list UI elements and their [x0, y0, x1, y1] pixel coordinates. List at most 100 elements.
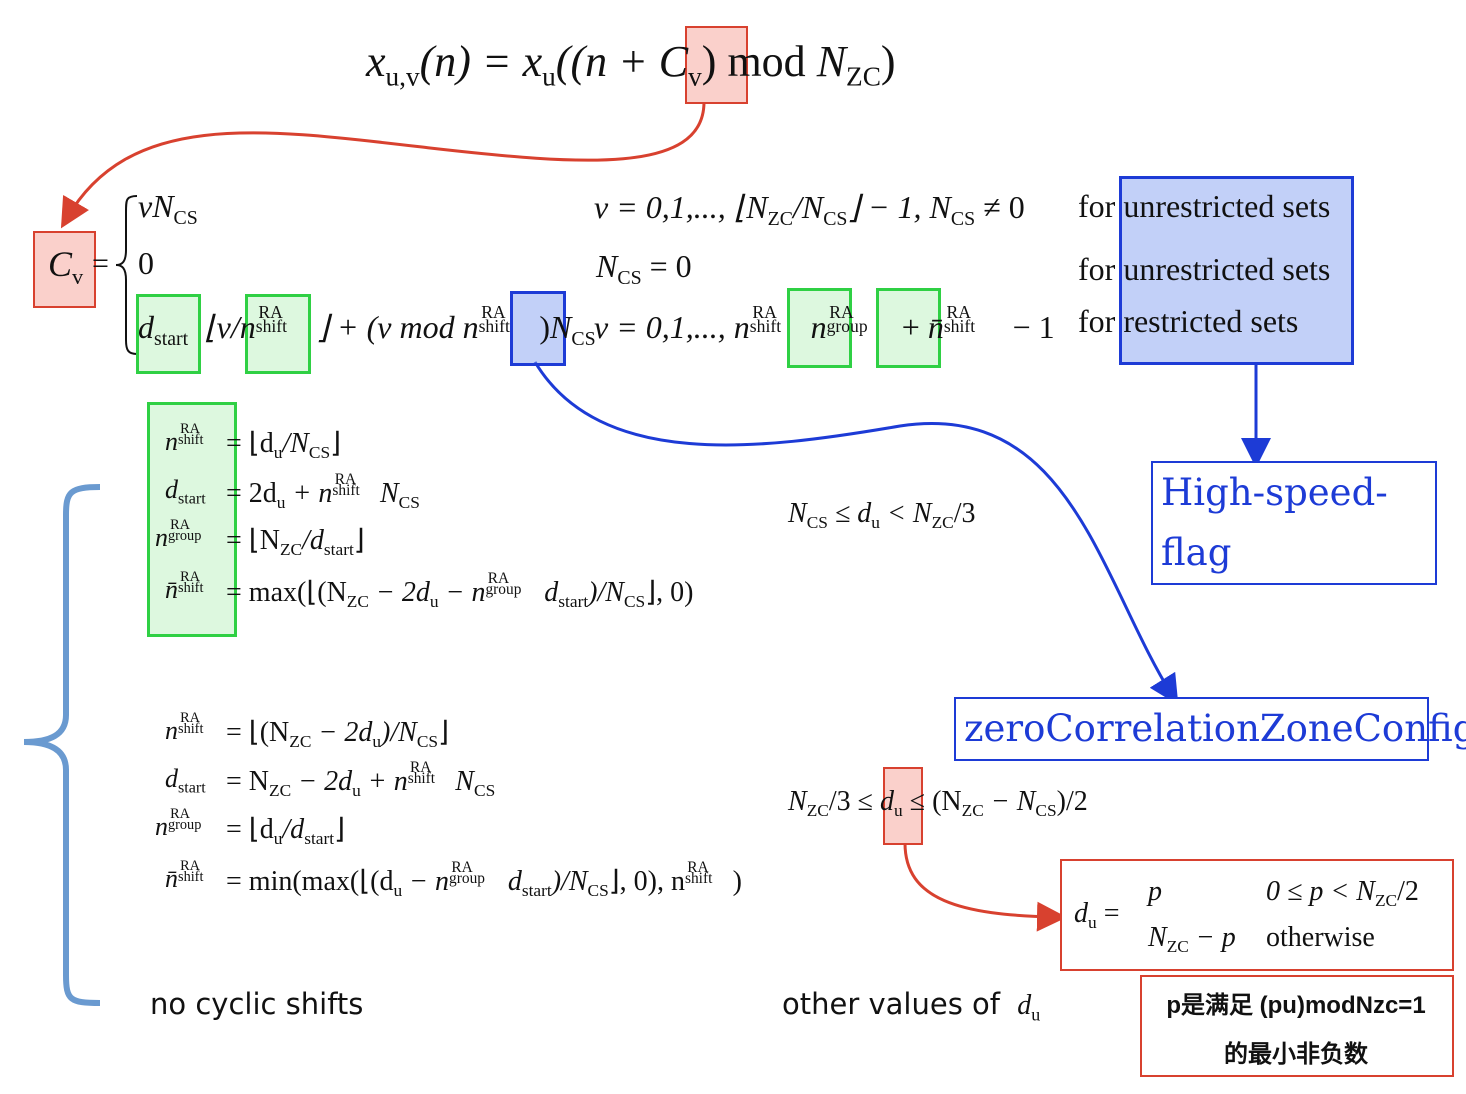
- b2-r2-a: = N: [226, 766, 270, 797]
- b1-r4-a: = max(⌊(N: [226, 577, 347, 608]
- no-cyclic-shifts-text: no cyclic shifts: [150, 987, 364, 1021]
- top-lhs-sub: u,v: [385, 61, 420, 92]
- dudef-expr2-end: − p: [1188, 922, 1236, 953]
- b2-r3-b: /d: [282, 814, 305, 845]
- b1-cond-zc: ZC: [931, 513, 954, 533]
- b1-cond-d: /3: [953, 498, 976, 529]
- b2-r3-c: ⌋: [334, 814, 346, 845]
- b2-cond-zc2: ZC: [961, 801, 984, 821]
- b2-r4-u: u: [393, 881, 403, 901]
- b2-cond-du: d: [880, 786, 895, 817]
- b2-cond-e: )/2: [1056, 786, 1088, 817]
- row3-cond-ra2: RA: [829, 302, 854, 323]
- row3-ncs: N: [550, 309, 572, 345]
- b2-r4-shift2: shift: [685, 870, 713, 888]
- b2-r2-ra: RA: [410, 758, 432, 776]
- cv-label-c: C: [48, 244, 73, 284]
- row3-cond-shift: shift: [749, 315, 782, 336]
- row1-cond-zc: ZC: [767, 207, 793, 230]
- b1-l1-n: n: [165, 427, 178, 456]
- b2-l1-n: n: [165, 716, 178, 745]
- du-def-row1-cond: 0 ≤ p < NZC/2: [1266, 876, 1419, 911]
- other-u: u: [1031, 1004, 1041, 1025]
- b1-r1-a: = ⌊d: [226, 428, 274, 459]
- row3-cs: CS: [571, 327, 596, 350]
- cv-equals: =: [92, 247, 109, 280]
- cv-label-v: v: [72, 263, 84, 289]
- b2-r4-cs: CS: [587, 881, 609, 901]
- b1-r1-u: u: [273, 443, 283, 463]
- for1-rest: unrestricted sets: [1123, 188, 1331, 224]
- row1-cond-mid: /N: [792, 189, 824, 225]
- other-values-label: other values of: [782, 987, 1000, 1021]
- for-word-2: for: [1078, 251, 1116, 287]
- b1-cond-u: u: [871, 513, 880, 533]
- b2-cond-a: N: [788, 786, 807, 817]
- b1-r4-f: ⌋, 0): [645, 577, 694, 608]
- row3-shift2: shift: [478, 315, 510, 336]
- b2-r4-b: − n: [402, 866, 450, 897]
- b1-l3-ra: RA: [170, 516, 191, 533]
- case-row1-vncs: vN: [138, 188, 174, 224]
- b1-r2-cs: CS: [398, 493, 420, 513]
- b1-l3-group: group: [168, 527, 202, 544]
- for-word-1: for: [1078, 188, 1116, 224]
- sets-highlight: [1119, 176, 1354, 365]
- b2-l3-n: n: [155, 812, 168, 841]
- b1-r3-c: ⌋: [353, 525, 365, 556]
- b2-r3-a: = ⌊d: [226, 814, 274, 845]
- b2-r1-cs: CS: [416, 732, 439, 752]
- cv-highlight-top: [685, 26, 748, 104]
- b2-r2-c: + n: [360, 766, 408, 797]
- top-rhs-open: ((n +: [555, 37, 659, 86]
- row3-cond-n2: n: [810, 309, 827, 345]
- row2-cond-sub: CS: [617, 266, 642, 289]
- block2-rhs-1: = ⌊(NZC − 2du)/NCS⌋: [226, 715, 449, 752]
- b2-l2-start: start: [178, 779, 206, 797]
- b1-cond-b: ≤ d: [827, 498, 872, 529]
- b2-l4-nbar: n̄: [165, 864, 178, 893]
- b2-cond-c: ≤ (N: [902, 786, 962, 817]
- b1-r4-start: start: [558, 592, 589, 612]
- b1-r2-a: = 2d: [226, 478, 277, 509]
- b2-r1-c: )/N: [381, 717, 417, 748]
- nshift-highlight: [245, 294, 311, 374]
- other-du: d: [1017, 990, 1032, 1021]
- b1-l3-n: n: [155, 523, 168, 552]
- for-restricted: for restricted sets: [1078, 303, 1298, 340]
- b1-r1-cs: CS: [308, 443, 331, 463]
- b1-r4-cs: CS: [623, 592, 646, 612]
- b2-r1-a: = ⌊(N: [226, 717, 290, 748]
- b2-r4-start: start: [521, 881, 552, 901]
- row3-d: d: [138, 309, 154, 345]
- for2-rest: unrestricted sets: [1123, 251, 1331, 287]
- b1-r3-zc: ZC: [279, 540, 303, 560]
- dudef-cond1: 0 ≤ p < N: [1266, 876, 1375, 907]
- dstart-highlight: [136, 294, 201, 374]
- b1-r4-u: u: [429, 592, 439, 612]
- b1-r4-group: group: [485, 581, 522, 599]
- du-def-row1-expr: p: [1148, 876, 1162, 907]
- case-row1-expr: vNCS: [138, 188, 198, 230]
- b1-cond-cs: CS: [806, 513, 828, 533]
- b1-l2-d: d: [165, 475, 178, 504]
- case-row2-expr: 0: [138, 245, 154, 281]
- b1-cond-a: N: [788, 498, 807, 529]
- b2-r4-ra2: RA: [687, 858, 709, 876]
- b1-r3-b: /d: [302, 525, 324, 556]
- for-unrestricted-1: for unrestricted sets: [1078, 188, 1330, 225]
- b1-r1-c: ⌋: [330, 428, 342, 459]
- for3-rest: restricted sets: [1123, 303, 1299, 339]
- row3-cond-ra3: RA: [946, 302, 971, 323]
- row1-cond-ne: ≠ 0: [975, 189, 1025, 225]
- b1-r4-d: d: [544, 577, 559, 608]
- high-speed-flag-label: High-speed-flag: [1151, 461, 1437, 585]
- left-curly-brace: [23, 484, 101, 1006]
